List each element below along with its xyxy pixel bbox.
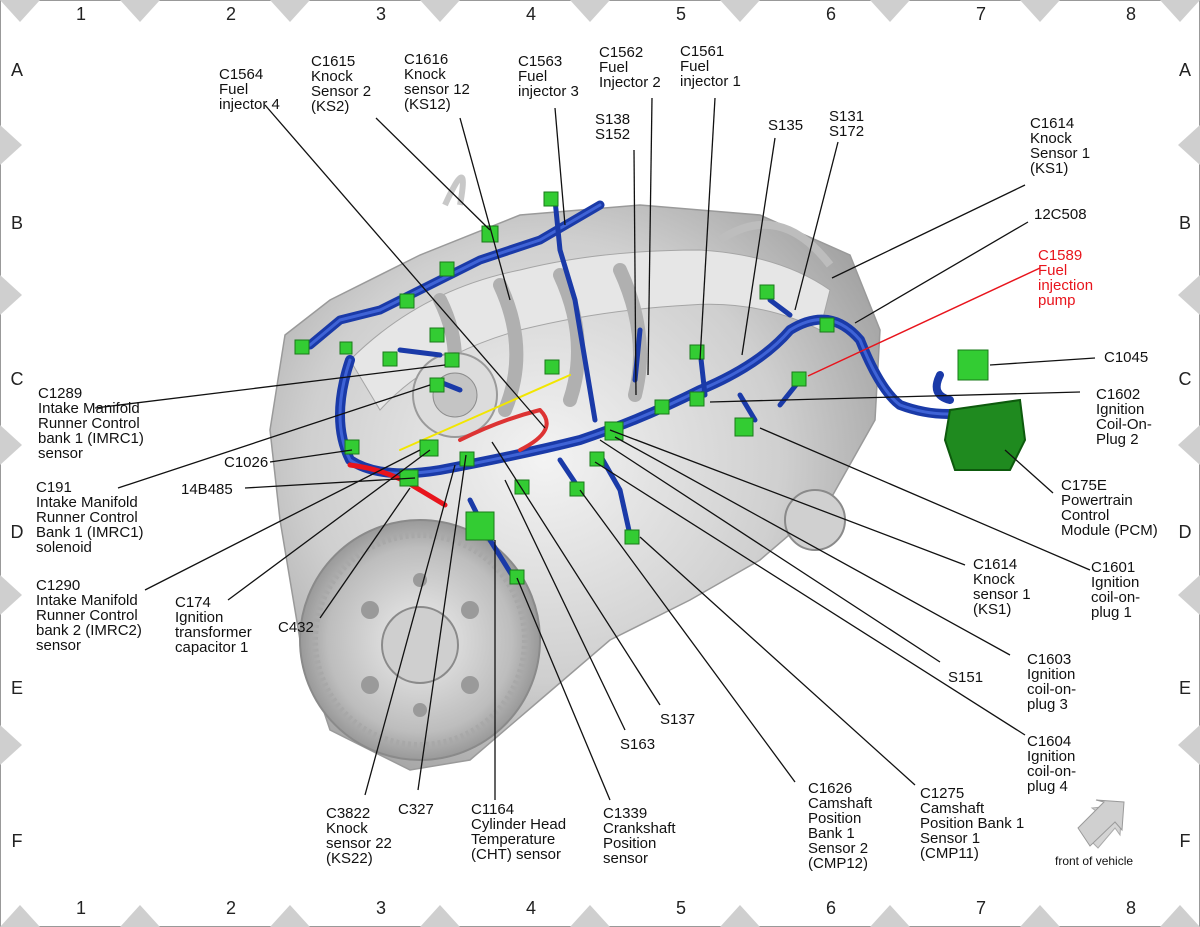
label-c191: C191 Intake Manifold Runner Control Bank…	[36, 479, 144, 556]
label-s131-s172: S131 S172	[829, 108, 865, 140]
grid-row-d-right: D	[1178, 522, 1192, 542]
grid-col-2-top: 2	[225, 4, 236, 24]
label-c1589: C1589 Fuel injection pump	[1038, 247, 1094, 309]
label-c1289: C1289 Intake Manifold Runner Control ban…	[38, 385, 144, 462]
label-12c508: 12C508	[1034, 206, 1087, 223]
label-c1275: C1275 Camshaft Position Bank 1 Sensor 1 …	[920, 785, 1025, 862]
grid-row-e-left: E	[10, 678, 23, 698]
left-edge-markers	[0, 125, 22, 765]
grid-row-a-left: A	[10, 60, 23, 80]
label-s135: S135	[768, 117, 804, 134]
grid-col-2-bottom: 2	[225, 898, 236, 918]
label-c1045: C1045	[1104, 349, 1149, 366]
label-c1602: C1602 Ignition Coil-On- Plug 2	[1096, 386, 1152, 448]
grid-row-e-right: E	[1178, 678, 1191, 698]
top-edge-markers	[0, 0, 1200, 22]
grid-row-c-right: C	[1178, 369, 1192, 389]
pcm-connector	[943, 398, 1027, 471]
label-c1561: C1561 Fuel injector 1	[680, 43, 741, 90]
label-c1601: C1601 Ignition coil-on- plug 1	[1091, 559, 1141, 621]
label-c1626: C1626 Camshaft Position Bank 1 Sensor 2 …	[808, 780, 873, 872]
label-c175e: C175E Powertrain Control Module (PCM)	[1061, 477, 1158, 539]
grid-col-1-top: 1	[75, 4, 86, 24]
grid-col-6-bottom: 6	[825, 898, 836, 918]
c1589-leader-line	[807, 267, 1041, 377]
label-c1616: C1616 Knock sensor 12 (KS12)	[404, 51, 470, 113]
grid-row-c-left: C	[10, 369, 24, 389]
label-c1604: C1604 Ignition coil-on- plug 4	[1027, 733, 1077, 795]
label-c1614-ks1-upper: C1614 Knock Sensor 1 (KS1)	[1030, 115, 1091, 177]
label-s151: S151	[948, 669, 984, 686]
grid-col-7-bottom: 7	[975, 898, 986, 918]
front-arrow-icon	[1077, 799, 1125, 849]
label-c1164: C1164 Cylinder Head Temperature (CHT) se…	[471, 801, 567, 863]
grid-col-7-top: 7	[975, 4, 986, 24]
connectors	[294, 191, 989, 585]
grid-col-5-top: 5	[675, 4, 686, 24]
label-c1603: C1603 Ignition coil-on- plug 3	[1027, 651, 1077, 713]
label-14b485: 14B485	[181, 481, 233, 498]
grid-row-f-left: F	[11, 831, 23, 851]
grid-col-3-top: 3	[375, 4, 386, 24]
label-s138-s152: S138 S152	[595, 111, 631, 143]
grid-row-f-right: F	[1179, 831, 1191, 851]
label-c1564: C1564 Fuel injector 4	[219, 66, 280, 113]
label-c1614-ks1-lower: C1614 Knock sensor 1 (KS1)	[973, 556, 1031, 618]
label-c1563: C1563 Fuel injector 3	[518, 53, 579, 100]
label-c432: C432	[278, 619, 314, 636]
grid-col-1-bottom: 1	[75, 898, 86, 918]
grid-col-5-bottom: 5	[675, 898, 686, 918]
label-c327: C327	[398, 801, 434, 818]
label-s163: S163	[620, 736, 656, 753]
label-s137: S137	[660, 711, 696, 728]
label-c1290: C1290 Intake Manifold Runner Control ban…	[36, 577, 142, 654]
front-of-vehicle-label: front of vehicle	[1055, 854, 1134, 868]
grid-col-8-bottom: 8	[1125, 898, 1136, 918]
label-c1562: C1562 Fuel Injector 2	[599, 44, 661, 91]
label-c3822: C3822 Knock sensor 22 (KS22)	[326, 805, 392, 867]
grid-row-b-right: B	[1178, 213, 1191, 233]
right-edge-markers	[1178, 125, 1200, 765]
bottom-edge-markers	[0, 905, 1200, 927]
grid-col-3-bottom: 3	[375, 898, 386, 918]
label-c174: C174 Ignition transformer capacitor 1	[175, 594, 252, 656]
engine-illustration	[269, 174, 881, 771]
label-c1615: C1615 Knock Sensor 2 (KS2)	[311, 53, 372, 115]
grid-row-a-right: A	[1178, 60, 1191, 80]
label-c1026: C1026	[224, 454, 269, 471]
grid-col-4-top: 4	[525, 4, 536, 24]
grid-row-b-left: B	[10, 213, 23, 233]
grid-col-4-bottom: 4	[525, 898, 536, 918]
wiring-harness	[305, 197, 995, 583]
grid-row-d-left: D	[10, 522, 24, 542]
grid-col-8-top: 8	[1125, 4, 1136, 24]
leader-lines	[94, 97, 1096, 801]
label-c1339: C1339 Crankshaft Position sensor	[603, 805, 676, 867]
grid-col-6-top: 6	[825, 4, 836, 24]
